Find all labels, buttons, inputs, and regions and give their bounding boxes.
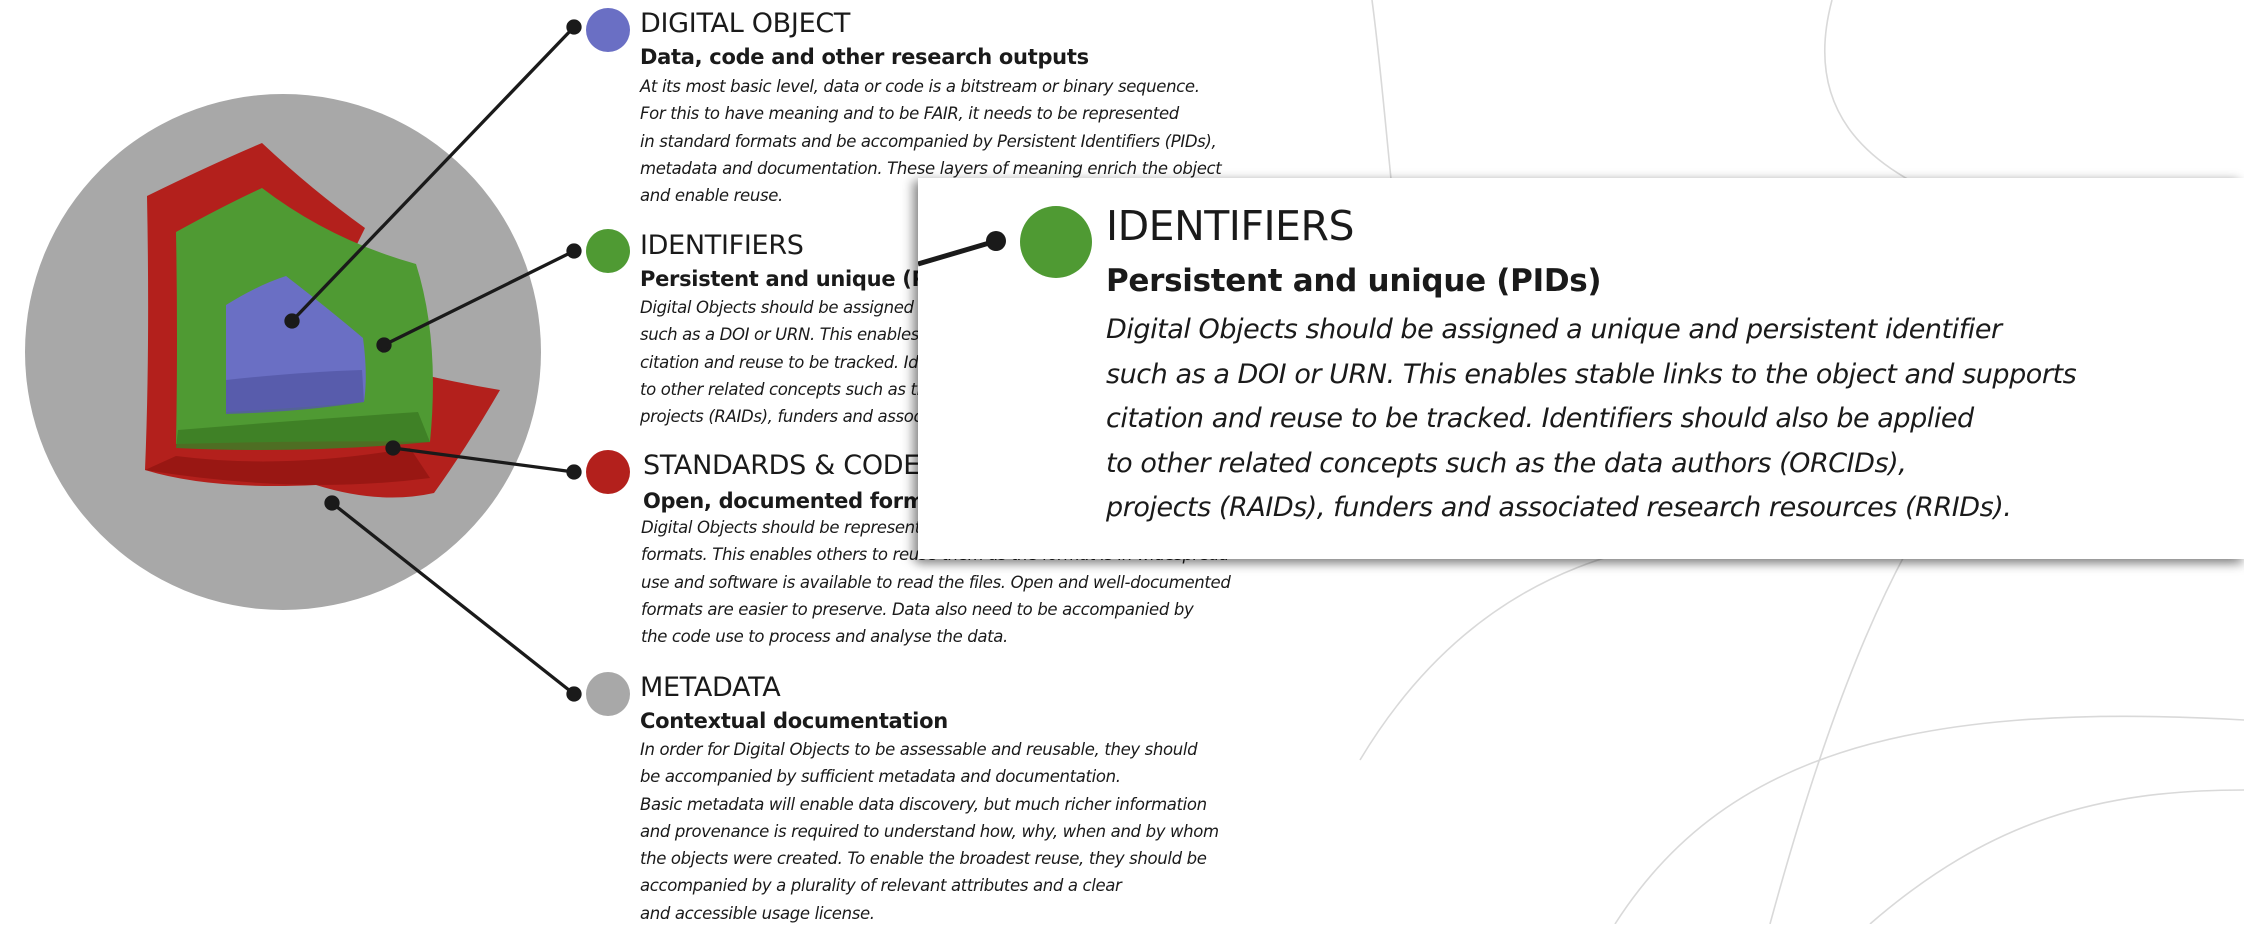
standards-description: Digital Objects should be represented in… xyxy=(641,514,1231,650)
digital-object-description: At its most basic level, data or code is… xyxy=(640,73,1222,209)
metadata-description: In order for Digital Objects to be asses… xyxy=(640,736,1219,927)
leader-end-standards xyxy=(566,464,582,480)
description-line: the code use to process and analyse the … xyxy=(641,627,1008,647)
description-line: and provenance is required to understand… xyxy=(640,821,1219,841)
standards-color-dot xyxy=(586,450,630,494)
metadata-subtitle: Contextual documentation xyxy=(640,709,948,733)
description-line: At its most basic level, data or code is… xyxy=(640,77,1200,96)
zoom-identifiers-subtitle: Persistent and unique (PIDs) xyxy=(1106,263,1602,299)
description-line: be accompanied by sufficient metadata an… xyxy=(640,767,1121,787)
digital-object-color-dot xyxy=(586,8,630,52)
metadata-color-dot xyxy=(586,672,630,716)
metadata-title: METADATA xyxy=(640,672,781,703)
leader-line-identifiers xyxy=(383,249,575,347)
identifiers-subtitle: Persistent and unique (PIDs) xyxy=(640,267,973,291)
digital-object-title: DIGITAL OBJECT xyxy=(640,8,851,39)
identifiers-zoom-callout: IDENTIFIERS Persistent and unique (PIDs)… xyxy=(918,178,2244,559)
zoom-identifiers-description: Digital Objects should be assigned a uni… xyxy=(1106,308,2077,531)
description-line: accompanied by a plurality of relevant a… xyxy=(640,876,1122,896)
identifiers-title: IDENTIFIERS xyxy=(640,230,804,261)
leader-line-digital-object xyxy=(290,25,576,323)
leader-line-metadata xyxy=(330,501,576,696)
description-line: metadata and documentation. These layers… xyxy=(640,158,1222,178)
leader-line-standards xyxy=(392,446,575,474)
description-line: In order for Digital Objects to be asses… xyxy=(640,740,1198,759)
zoom-identifiers-title: IDENTIFIERS xyxy=(1106,202,1354,250)
standards-layer-bevel xyxy=(145,448,430,485)
leader-end-digital-object xyxy=(566,19,582,35)
description-line: use and software is available to read th… xyxy=(641,572,1231,592)
description-line: such as a DOI or URN. This enables stabl… xyxy=(1106,358,2077,390)
standards-title: STANDARDS & CODE xyxy=(643,450,921,481)
standards-subtitle: Open, documented formats xyxy=(643,489,961,513)
identifiers-color-dot xyxy=(586,229,630,273)
description-line: For this to have meaning and to be FAIR,… xyxy=(640,104,1179,124)
zoom-leader-line xyxy=(918,231,1006,267)
leader-start-metadata xyxy=(324,495,340,511)
description-line: Basic metadata will enable data discover… xyxy=(640,794,1207,814)
zoom-identifiers-color-dot xyxy=(1020,206,1092,278)
digital-object-subtitle: Data, code and other research outputs xyxy=(640,45,1089,69)
leader-start-identifiers xyxy=(376,337,392,353)
identifiers-layer-bevel xyxy=(176,412,430,450)
description-line: Digital Objects should be assigned a uni… xyxy=(1106,314,2002,345)
leader-start-digital-object xyxy=(284,313,300,329)
leader-end-metadata xyxy=(566,686,582,702)
description-line: and accessible usage license. xyxy=(640,903,875,923)
leader-end-identifiers xyxy=(566,243,582,259)
description-line: to other related concepts such as the da… xyxy=(1106,447,1907,479)
leader-start-standards xyxy=(385,440,401,456)
description-line: projects (RAIDs), funders and associated… xyxy=(1106,492,2012,523)
description-line: in standard formats and be accompanied b… xyxy=(640,131,1217,151)
description-line: the objects were created. To enable the … xyxy=(640,849,1207,869)
description-line: citation and reuse to be tracked. Identi… xyxy=(1106,403,1974,434)
description-line: formats are easier to preserve. Data als… xyxy=(641,599,1194,619)
digital-object-core-bevel xyxy=(226,370,364,414)
description-line: and enable reuse. xyxy=(640,186,783,206)
